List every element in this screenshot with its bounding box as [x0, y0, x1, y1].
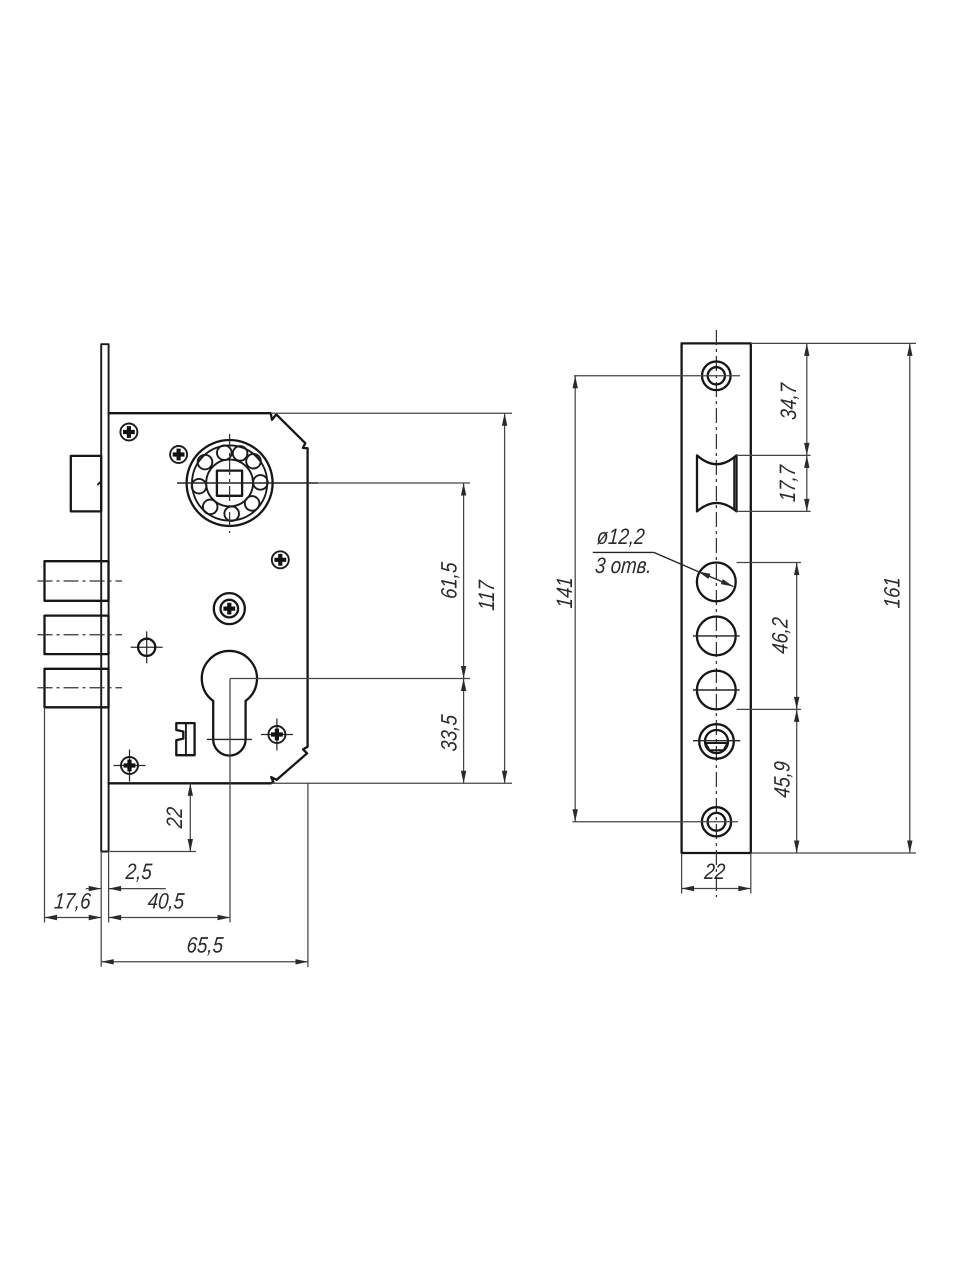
svg-text:45,9: 45,9 [770, 760, 795, 799]
svg-text:65,5: 65,5 [186, 933, 225, 958]
svg-text:3 отв.: 3 отв. [594, 554, 652, 579]
svg-text:34,7: 34,7 [777, 381, 802, 421]
svg-text:61,5: 61,5 [437, 561, 462, 600]
svg-text:40,5: 40,5 [147, 889, 186, 914]
svg-text:17,6: 17,6 [53, 889, 92, 914]
svg-text:33,5: 33,5 [437, 713, 462, 752]
svg-text:22: 22 [163, 806, 188, 830]
svg-text:117: 117 [475, 578, 500, 611]
svg-text:141: 141 [552, 576, 577, 609]
svg-text:2,5: 2,5 [124, 860, 153, 885]
svg-text:22: 22 [703, 860, 727, 885]
svg-text:46,2: 46,2 [768, 616, 793, 655]
svg-text:161: 161 [880, 576, 905, 609]
svg-text:17,7: 17,7 [776, 463, 801, 503]
svg-text:ø12,2: ø12,2 [596, 525, 646, 550]
